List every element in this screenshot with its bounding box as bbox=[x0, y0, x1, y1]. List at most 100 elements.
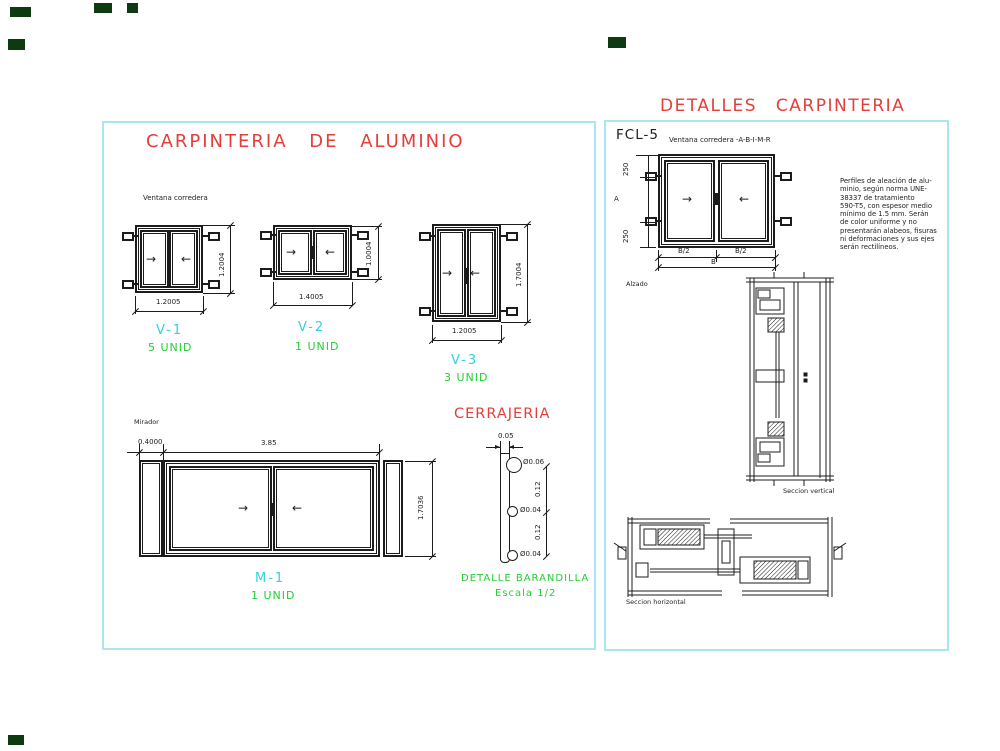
window-v1-units: 5 UNID bbox=[148, 341, 193, 354]
anchor-icon bbox=[122, 280, 139, 289]
dim-tick-line bbox=[640, 155, 656, 156]
mirador-label: Mirador bbox=[134, 418, 159, 426]
dim-tick-line bbox=[640, 222, 656, 223]
window-sash bbox=[718, 160, 769, 242]
slide-right-arrow-icon: → bbox=[238, 501, 249, 515]
watermark-mark bbox=[608, 37, 626, 48]
extension-line bbox=[501, 322, 531, 323]
window-v3-drawing: → ← bbox=[419, 224, 518, 322]
watermark-mark bbox=[8, 39, 25, 50]
watermark-mark bbox=[127, 3, 138, 13]
dim-line bbox=[432, 340, 501, 341]
dim-line bbox=[486, 447, 500, 448]
mirador-window: → ← bbox=[163, 460, 380, 557]
extension-line bbox=[352, 226, 382, 227]
detail-subtitle: Ventana corredera -A-B-I-M-R bbox=[669, 136, 771, 144]
detail-code: FCL-5 bbox=[616, 127, 659, 143]
anchor-icon bbox=[645, 172, 662, 181]
dim-arrow bbox=[509, 444, 514, 449]
meeting-stile bbox=[270, 503, 275, 516]
dim-v2-width: 1.4005 bbox=[299, 293, 324, 301]
mirador-side-panel bbox=[139, 460, 163, 557]
dim-line bbox=[378, 226, 379, 279]
barandilla-scale: Escala 1/2 bbox=[495, 588, 557, 599]
ventana-corredera-label: Ventana corredera bbox=[143, 194, 208, 202]
seccion-vertical-label: Seccion vertical bbox=[783, 487, 835, 495]
dia-bot-label: Ø0.04 bbox=[520, 550, 542, 558]
left-sheet-border bbox=[102, 121, 596, 650]
dim-line bbox=[135, 311, 203, 312]
fcl5-window-drawing: → ← bbox=[645, 154, 792, 248]
slide-right-arrow-icon: → bbox=[146, 252, 157, 266]
mirador-side-panel bbox=[383, 460, 403, 557]
window-sash bbox=[169, 466, 272, 551]
dim-250-top: 250 bbox=[622, 162, 630, 176]
extension-line bbox=[501, 325, 502, 343]
meeting-stile bbox=[310, 246, 315, 259]
anchor-icon bbox=[775, 172, 792, 181]
dim-line bbox=[432, 461, 433, 556]
seccion-horizontal-drawing bbox=[613, 517, 847, 597]
window-v1-drawing: → ← bbox=[122, 225, 220, 293]
extension-line bbox=[775, 250, 776, 271]
meeting-stile bbox=[714, 193, 719, 205]
extension-line bbox=[405, 556, 436, 557]
extension-line bbox=[500, 441, 501, 453]
dim-line bbox=[648, 155, 649, 247]
anchor-icon bbox=[122, 232, 139, 241]
extension-line bbox=[203, 296, 204, 314]
seccion-vertical-drawing bbox=[746, 272, 834, 486]
slide-right-arrow-icon: → bbox=[286, 245, 297, 259]
dim-v3-height: 1.7004 bbox=[515, 262, 523, 288]
dim-a-label: A bbox=[614, 195, 619, 203]
watermark-mark bbox=[10, 7, 31, 17]
anchor-icon bbox=[419, 232, 436, 241]
anchor-icon bbox=[260, 231, 277, 240]
mirador-id: M-1 bbox=[255, 571, 286, 586]
slide-left-arrow-icon: ← bbox=[325, 245, 336, 259]
slide-left-arrow-icon: ← bbox=[292, 501, 303, 515]
dim-250-bottom: 250 bbox=[622, 229, 630, 243]
barandilla-rail-mid bbox=[507, 506, 518, 517]
anchor-icon bbox=[352, 231, 369, 240]
dim-line bbox=[658, 267, 775, 268]
dim-gap1: 0.12 bbox=[534, 481, 542, 497]
extension-line bbox=[135, 296, 136, 314]
window-sash bbox=[664, 160, 715, 242]
dim-line bbox=[127, 452, 379, 453]
extension-line bbox=[658, 250, 659, 271]
anchor-icon bbox=[645, 217, 662, 226]
cerrajeria-title: CERRAJERIA bbox=[454, 406, 551, 422]
anchor-icon bbox=[501, 307, 518, 316]
anchor-icon bbox=[203, 280, 220, 289]
dim-line bbox=[273, 305, 352, 306]
barandilla-rail-bot bbox=[507, 550, 518, 561]
dim-m1-height: 1.7036 bbox=[417, 495, 425, 521]
window-v1-id: V-1 bbox=[156, 323, 184, 338]
extension-line bbox=[203, 293, 235, 294]
anchor-icon bbox=[352, 268, 369, 277]
dim-b-label: B bbox=[711, 257, 716, 266]
window-v3-units: 3 UNID bbox=[444, 371, 489, 384]
extension-line bbox=[501, 224, 531, 225]
window-v2-units: 1 UNID bbox=[295, 340, 340, 353]
anchor-icon bbox=[775, 217, 792, 226]
dim-line bbox=[230, 225, 231, 293]
left-panel-title: CARPINTERIA DE ALUMINIO bbox=[146, 131, 465, 152]
dim-m1-span: 3.85 bbox=[261, 439, 277, 447]
dim-v2-height: 1.0004 bbox=[365, 241, 373, 267]
seccion-horizontal-label: Seccion horizontal bbox=[626, 598, 686, 606]
meeting-stile bbox=[464, 268, 469, 284]
watermark-mark bbox=[8, 735, 24, 745]
mirador-units: 1 UNID bbox=[251, 589, 296, 602]
dim-v1-width: 1.2005 bbox=[156, 298, 181, 306]
barandilla-caption: DETALLE BARANDILLA bbox=[461, 573, 590, 584]
anchor-icon bbox=[260, 268, 277, 277]
right-panel-title: DETALLES CARPINTERIA bbox=[660, 96, 906, 116]
extension-line bbox=[273, 282, 274, 306]
dim-line bbox=[509, 447, 523, 448]
extension-line bbox=[352, 282, 353, 306]
anchor-icon bbox=[419, 307, 436, 316]
window-v3-id: V-3 bbox=[451, 353, 479, 368]
